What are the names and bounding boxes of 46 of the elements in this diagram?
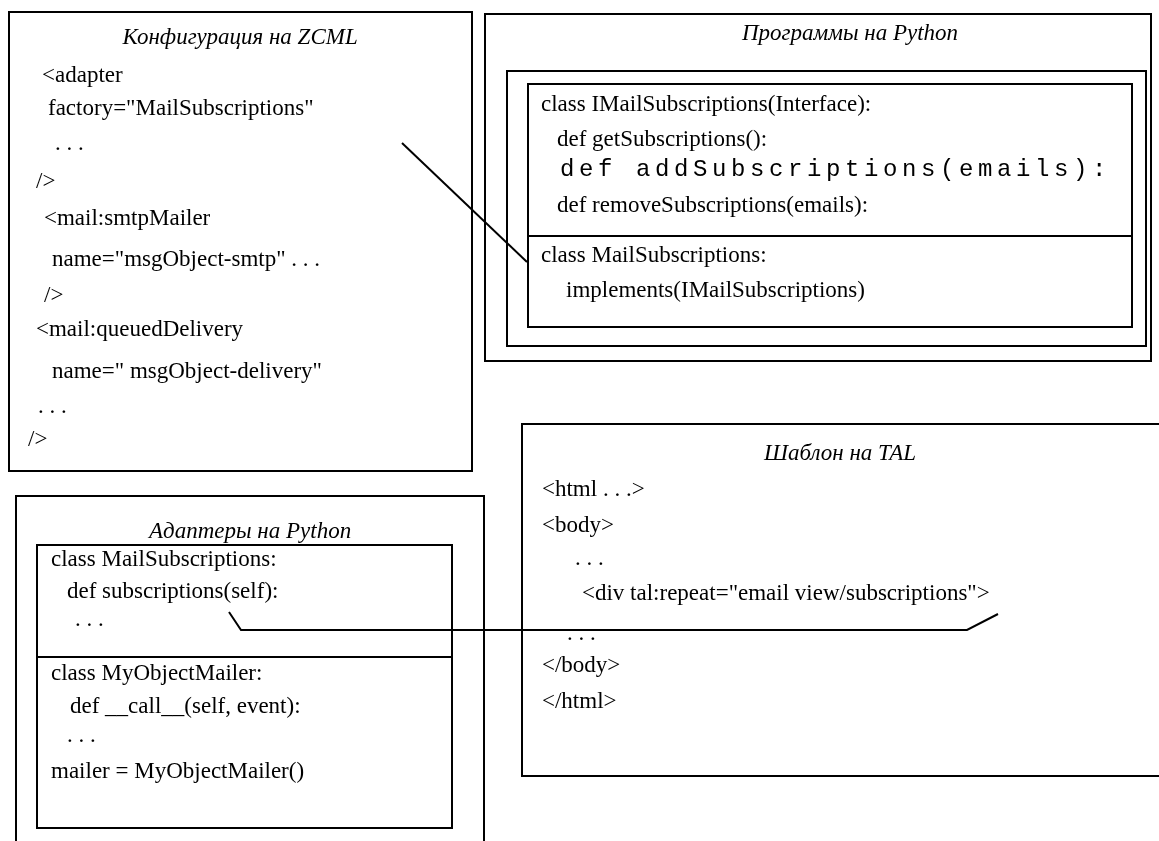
code-line: . . . [55,130,84,156]
code-line: . . . [75,606,104,632]
class-box [36,544,453,658]
code-line: /> [44,282,64,308]
code-line: /> [28,426,48,452]
code-line: </html> [542,688,617,714]
class-box [527,235,1133,328]
code-line: name="msgObject-smtp" . . . [52,246,321,272]
code-line: class MailSubscriptions: [541,242,767,268]
leader-line [401,142,528,263]
code-line: class IMailSubscriptions(Interface): [541,91,872,117]
leader-line [228,611,999,631]
code-line: <body> [542,512,614,538]
panel [484,13,1152,362]
code-line: def getSubscriptions(): [557,126,768,152]
code-line: class MyObjectMailer: [51,660,263,686]
code-line: <mail:queuedDelivery [36,316,244,342]
code-line: class MailSubscriptions: [51,546,277,572]
frame-box [506,70,1147,347]
code-line: mailer = MyObjectMailer() [51,758,305,784]
code-line: <html . . .> [542,476,645,502]
code-line: factory="MailSubscriptions" [48,95,314,121]
code-line: name=" msgObject-delivery" [52,358,322,384]
panel [521,423,1159,777]
code-line: def addSubscriptions(emails): [560,157,1112,183]
code-line: </body> [542,652,621,678]
code-line: . . . [67,722,96,748]
code-line: . . . [575,545,604,571]
panel-title: Программы на Python [742,20,959,46]
code-line: def removeSubscriptions(emails): [557,192,869,218]
panel-title: Шаблон на TAL [764,440,917,466]
code-line: def subscriptions(self): [67,578,279,604]
code-line: <div tal:repeat="email view/subscriptions"> [582,580,990,606]
panel [15,495,485,841]
code-line: <mail:smtpMailer [44,205,211,231]
code-line: . . . [567,620,596,646]
code-line: <adapter [42,62,123,88]
code-line: . . . [38,393,67,419]
code-line: /> [36,168,56,194]
code-line: def __call__(self, event): [70,693,301,719]
class-box [527,83,1133,237]
class-box [36,656,453,829]
code-line: implements(IMailSubscriptions) [566,277,865,303]
panel-title: Конфигурация на ZCML [122,24,358,50]
panel [8,11,473,472]
panel-title: Адаптеры на Python [149,518,352,544]
